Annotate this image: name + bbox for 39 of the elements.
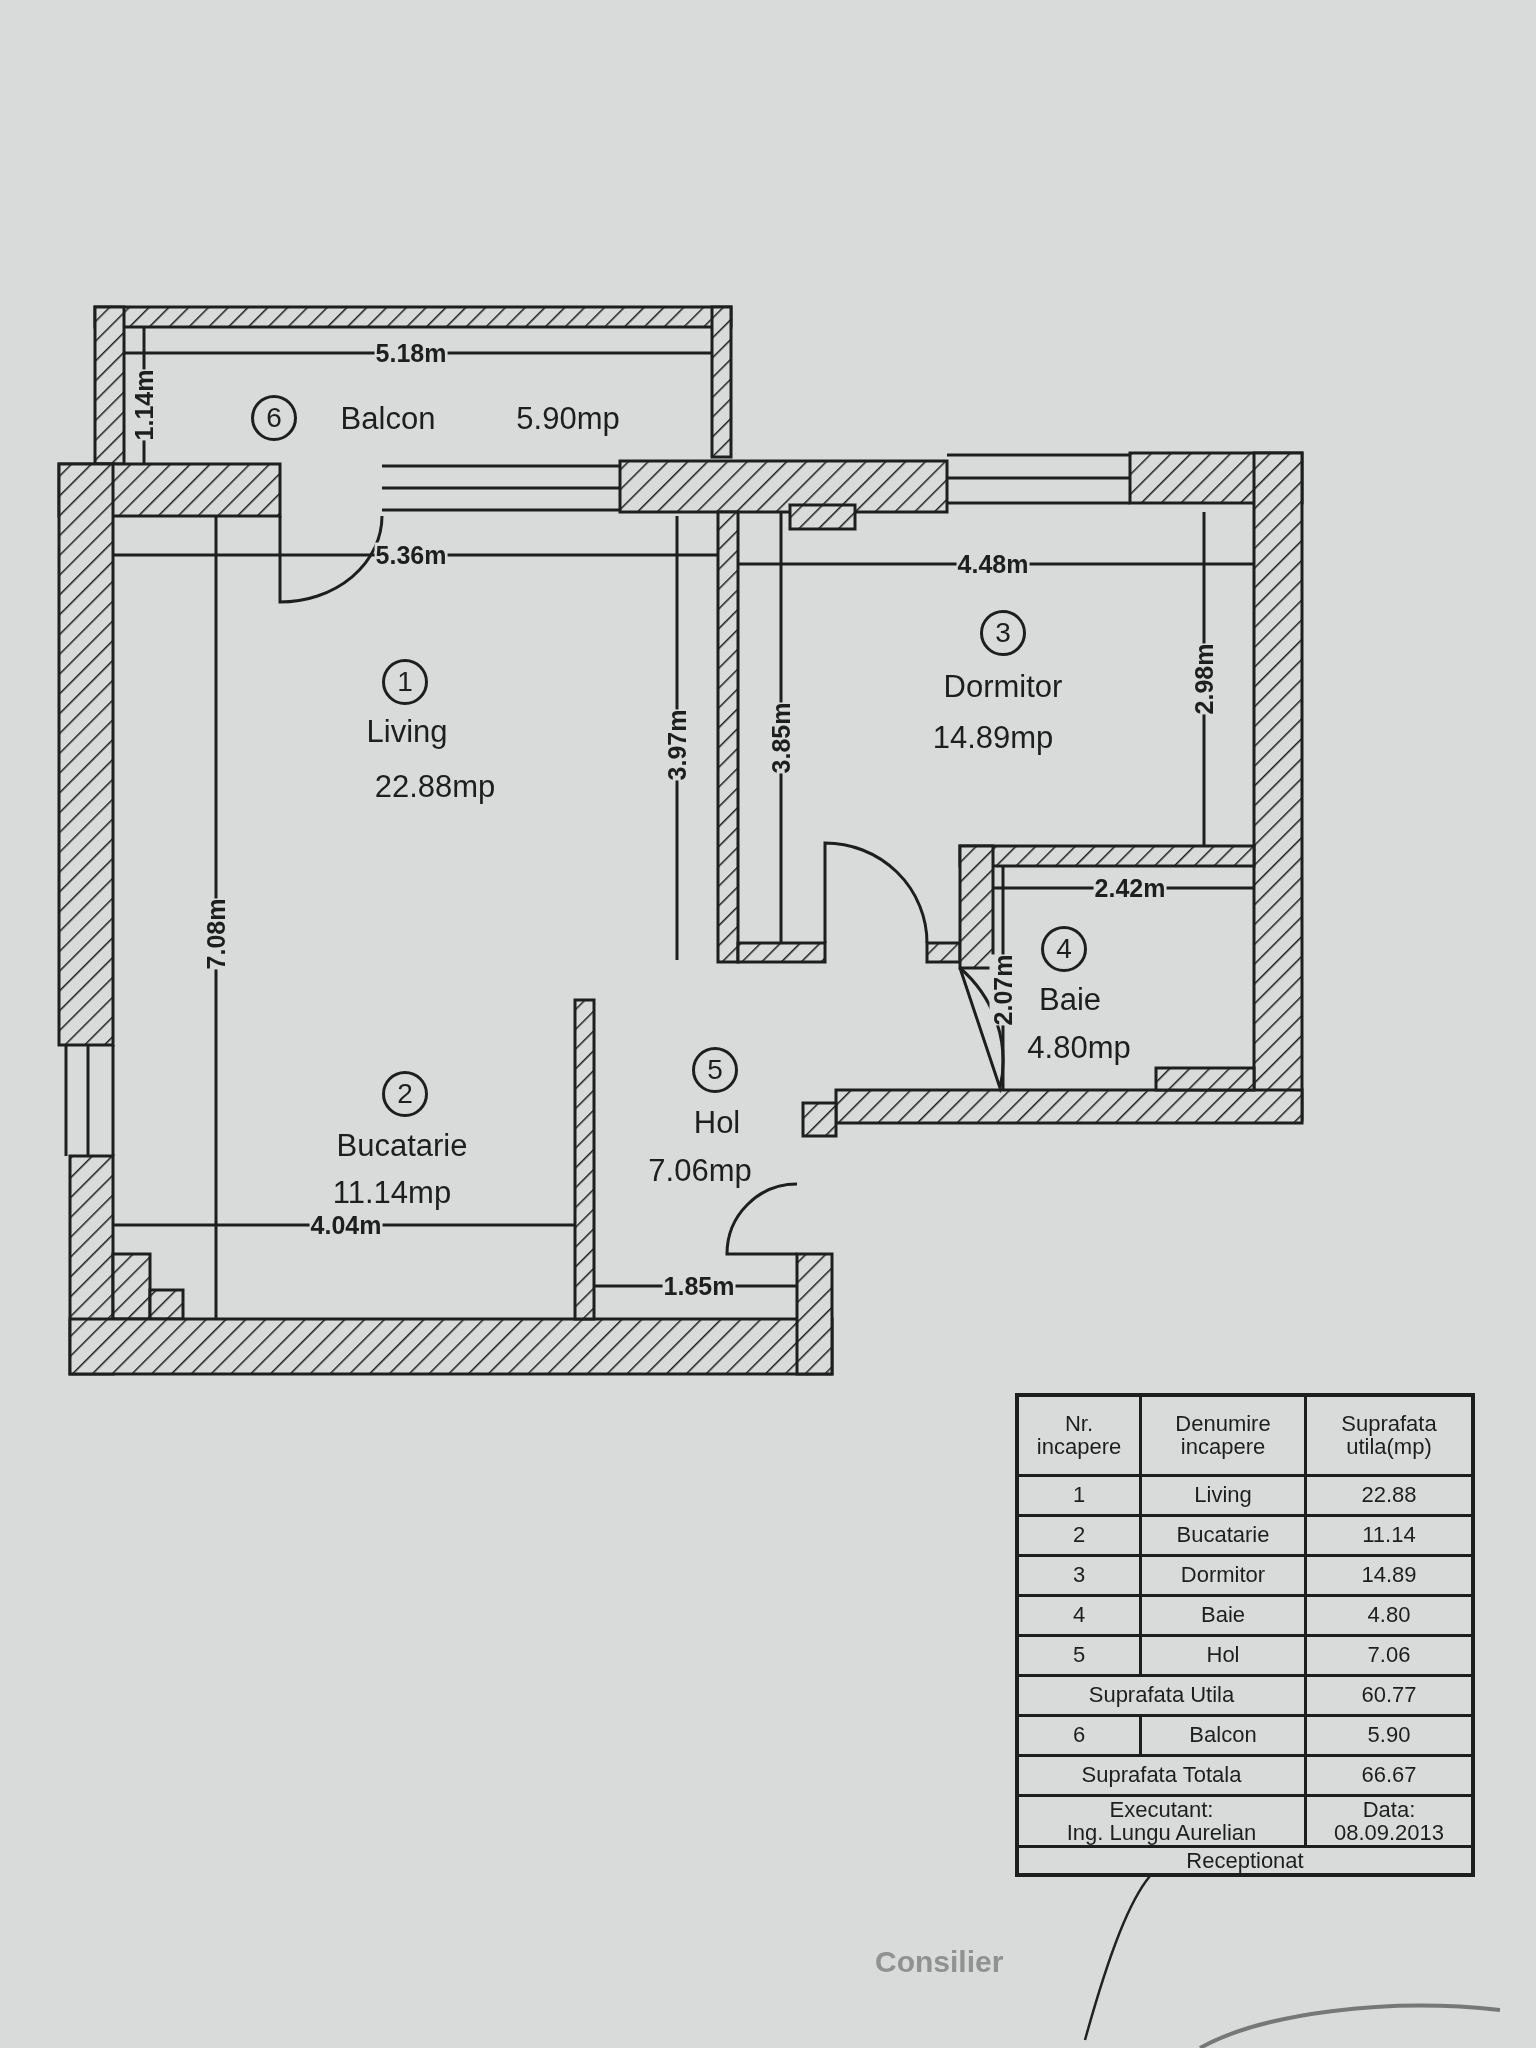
table-cell: 3 — [1017, 1555, 1141, 1595]
room-name: Baie — [1039, 983, 1101, 1015]
room-area-label: 5.90mp — [516, 402, 620, 434]
room-number: 1 — [382, 659, 428, 705]
table-cell: Suprafata Utila — [1017, 1675, 1306, 1715]
room-number: 5 — [692, 1047, 738, 1093]
room-name: Bucatarie — [336, 1129, 468, 1161]
table-cell: 5 — [1017, 1635, 1141, 1675]
room-number: 6 — [251, 395, 297, 441]
room-area-label: 14.89mp — [932, 721, 1054, 753]
room-area-label: 11.14mp — [332, 1176, 452, 1208]
room-area-label: 22.88mp — [374, 770, 496, 802]
table-cell: Balcon — [1140, 1715, 1306, 1755]
table-text: Data: — [1361, 1797, 1417, 1821]
table-text: Executant: — [1108, 1797, 1215, 1821]
room-name: Balcon — [340, 402, 436, 434]
table-text: Ing. Lungu Aurelian — [1065, 1820, 1258, 1844]
table-cell: Baie — [1140, 1595, 1306, 1635]
table-cell: Bucatarie — [1140, 1515, 1306, 1555]
table-cell: Dormitor — [1140, 1555, 1306, 1595]
table-cell: Nr. incapere — [1017, 1395, 1141, 1475]
room-number: 4 — [1041, 926, 1087, 972]
table-text: 08.09.2013 — [1332, 1820, 1446, 1844]
table-cell: 2 — [1017, 1515, 1141, 1555]
room-area-label: 4.80mp — [1027, 1031, 1131, 1063]
table-cell: Suprafata Totala — [1017, 1755, 1306, 1795]
room-name: Dormitor — [943, 670, 1063, 702]
stamp-text: Consilier — [875, 1945, 1004, 1979]
table-cell: 6 — [1017, 1715, 1141, 1755]
room-area-label: 7.06mp — [648, 1154, 752, 1186]
room-number: 3 — [980, 610, 1026, 656]
table-cell: 4 — [1017, 1595, 1141, 1635]
table-cell: Denumire incapere — [1140, 1395, 1306, 1475]
room-name: Living — [366, 715, 448, 747]
room-number: 2 — [382, 1071, 428, 1117]
room-name: Hol — [693, 1106, 741, 1138]
table-cell: Living — [1140, 1475, 1306, 1515]
table-cell: 1 — [1017, 1475, 1141, 1515]
table-cell: Hol — [1140, 1635, 1306, 1675]
